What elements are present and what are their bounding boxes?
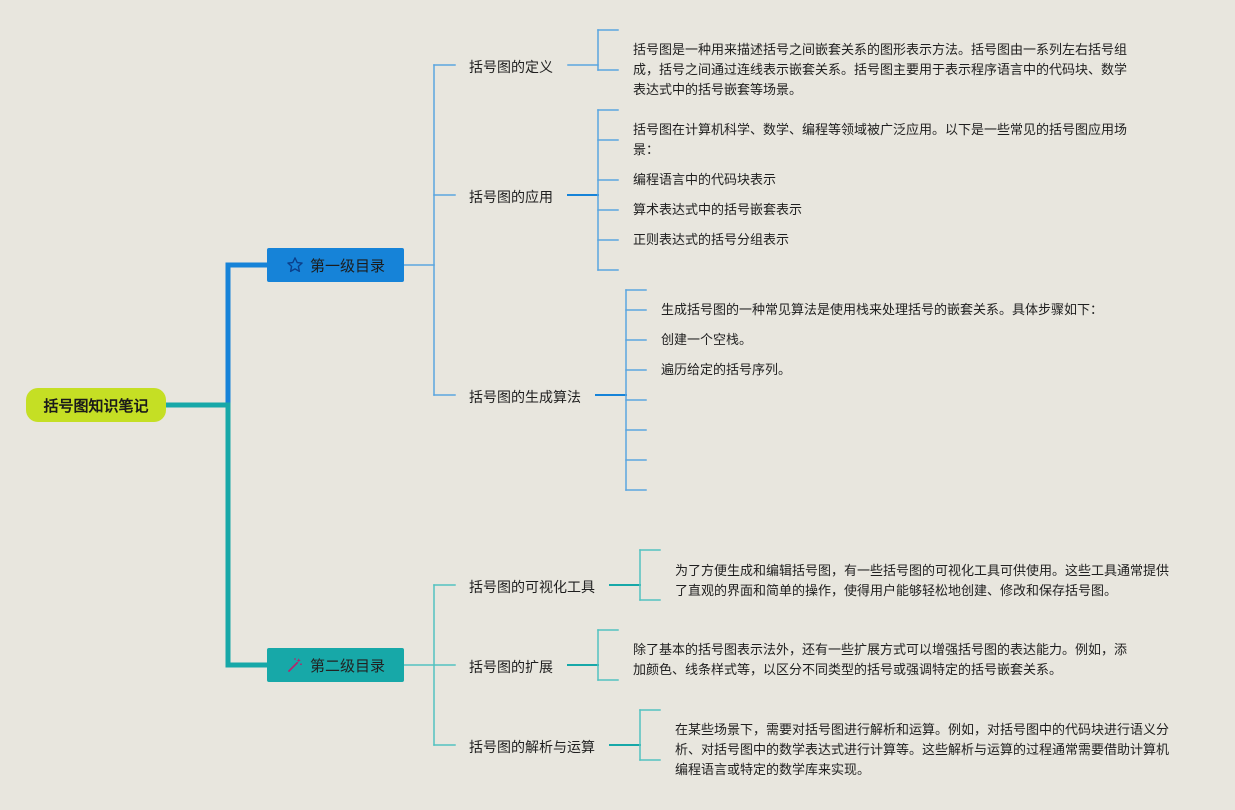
topic-label: 括号图的解析与运算 bbox=[469, 740, 595, 756]
leaf-application-arithmetic[interactable]: 算术表达式中的括号嵌套表示 bbox=[633, 203, 803, 218]
topic-definition[interactable]: 括号图的定义 bbox=[469, 57, 553, 77]
leaf-application-regex[interactable]: 正则表达式的括号分组表示 bbox=[633, 233, 790, 248]
topic-label: 括号图的生成算法 bbox=[469, 390, 581, 406]
star-outline-icon bbox=[286, 256, 304, 274]
leaf-parsing-text[interactable]: 在某些场景下，需要对括号图进行解析和运算。例如，对括号图中的代码块进行语义分析、… bbox=[675, 723, 1170, 778]
wand-icon bbox=[286, 656, 304, 674]
leaf-generation-step-1[interactable]: 创建一个空栈。 bbox=[661, 333, 753, 348]
leaf-visualization-text[interactable]: 为了方便生成和编辑括号图，有一些括号图的可视化工具可供使用。这些工具通常提供了直… bbox=[675, 564, 1170, 599]
branch-label-level-2: 第二级目录 bbox=[309, 656, 385, 675]
branch-label-level-1: 第一级目录 bbox=[309, 256, 385, 275]
leaf-application-intro[interactable]: 括号图在计算机科学、数学、编程等领域被广泛应用。以下是一些常见的括号图应用场景： bbox=[633, 123, 1128, 158]
topic-label: 括号图的扩展 bbox=[469, 660, 553, 676]
topic-generation-algorithm[interactable]: 括号图的生成算法 bbox=[469, 387, 581, 407]
topic-label: 括号图的可视化工具 bbox=[469, 580, 595, 596]
topic-parsing-and-operation[interactable]: 括号图的解析与运算 bbox=[469, 737, 595, 757]
topic-label: 括号图的定义 bbox=[469, 60, 553, 76]
root-node[interactable]: 括号图知识笔记 bbox=[26, 388, 166, 422]
topic-extension[interactable]: 括号图的扩展 bbox=[469, 657, 553, 677]
topic-visualization-tools[interactable]: 括号图的可视化工具 bbox=[469, 577, 595, 597]
leaf-extension-text[interactable]: 除了基本的括号图表示法外，还有一些扩展方式可以增强括号图的表达能力。例如，添加颜… bbox=[633, 643, 1128, 678]
topic-label: 括号图的应用 bbox=[469, 190, 553, 206]
leaf-generation-intro[interactable]: 生成括号图的一种常见算法是使用栈来处理括号的嵌套关系。具体步骤如下： bbox=[661, 303, 1104, 318]
leaf-generation-step-2[interactable]: 遍历给定的括号序列。 bbox=[661, 363, 792, 378]
leaf-application-code-block[interactable]: 编程语言中的代码块表示 bbox=[633, 173, 777, 188]
leaf-definition-text[interactable]: 括号图是一种用来描述括号之间嵌套关系的图形表示方法。括号图由一系列左右括号组成，… bbox=[633, 43, 1128, 98]
branch-node-level-2[interactable]: 第二级目录 bbox=[267, 648, 404, 682]
branch-node-level-1[interactable]: 第一级目录 bbox=[267, 248, 404, 282]
topic-application[interactable]: 括号图的应用 bbox=[469, 187, 553, 207]
root-label: 括号图知识笔记 bbox=[43, 396, 149, 415]
